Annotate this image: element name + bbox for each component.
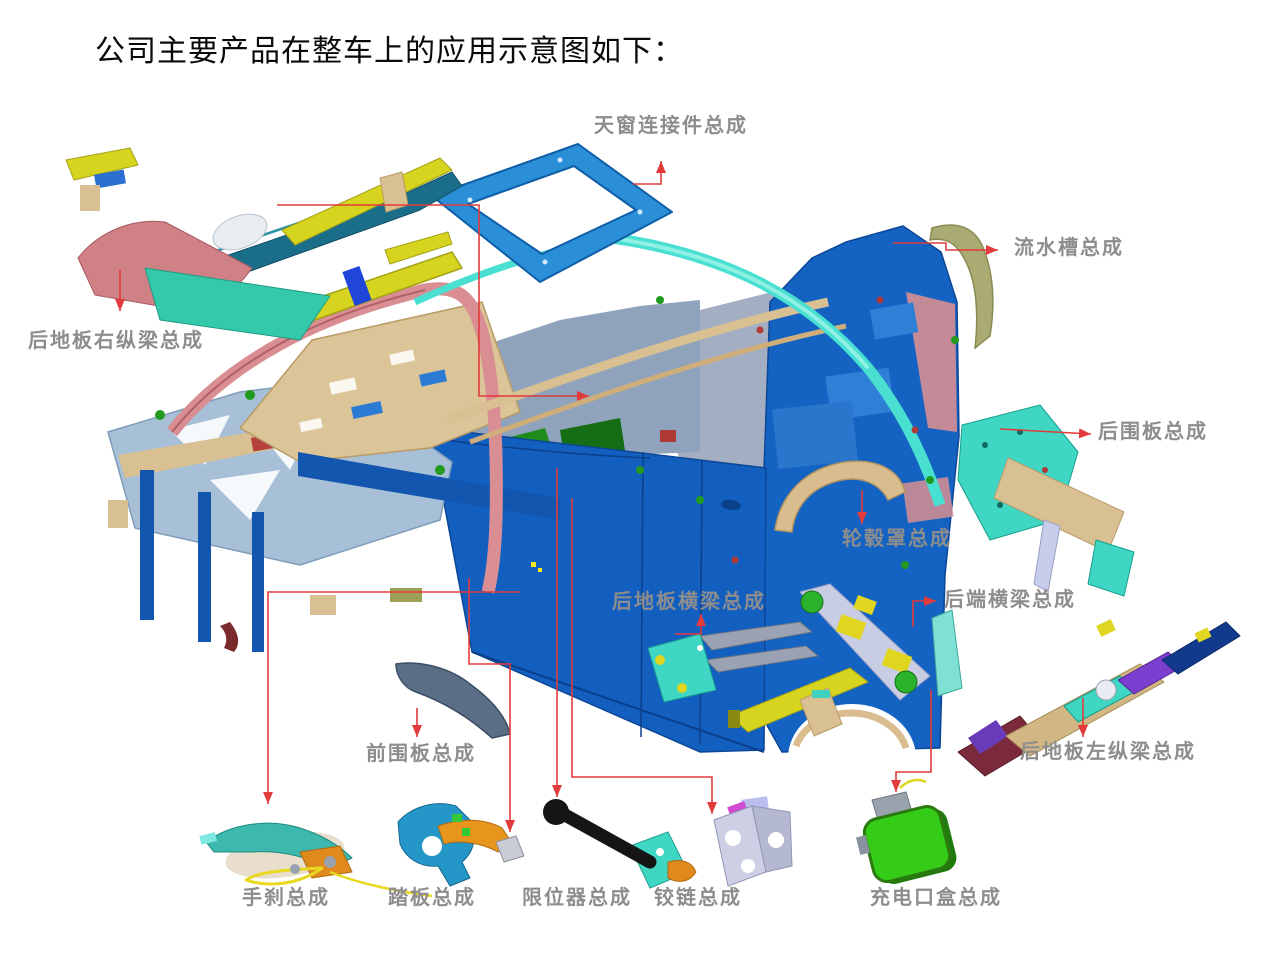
page-title: 公司主要产品在整车上的应用示意图如下：	[95, 35, 684, 68]
leader-pedal	[468, 578, 515, 832]
label-front-dash-panel: 前围板总成	[366, 741, 476, 765]
label-wheel-hub-cover: 轮毂罩总成	[842, 526, 952, 550]
part-sunroof-frame	[431, 143, 673, 283]
part-rear-floor-left-rail	[957, 619, 1241, 777]
leader-lines	[115, 161, 1092, 832]
label-pedal: 踏板总成	[388, 885, 476, 909]
leader-handbrake	[263, 591, 520, 804]
car-body	[107, 225, 960, 812]
leader-water-channel	[893, 242, 998, 255]
leader-rear-floor-crossbeam	[675, 614, 706, 635]
part-yellow-sill-beam	[728, 667, 869, 737]
leader-charging-box	[891, 690, 932, 792]
label-handbrake: 手刹总成	[242, 885, 330, 909]
leader-sunroof	[633, 161, 666, 185]
part-wheel-hub-cover	[774, 460, 906, 533]
label-rear-floor-right-rail: 后地板右纵梁总成	[28, 328, 204, 352]
part-hinge	[713, 796, 793, 887]
part-rear-floor-right-rail	[65, 147, 463, 341]
part-rear-panel	[957, 404, 1135, 597]
label-hinge: 铰链总成	[654, 885, 742, 909]
part-rear-floor-crossbeam	[647, 621, 819, 703]
leader-rfr-rail-body	[277, 204, 589, 401]
leader-rear-panel	[999, 428, 1092, 439]
label-sunroof-connector: 天窗连接件总成	[594, 113, 748, 137]
label-rear-end-crossbeam: 后端横梁总成	[944, 587, 1076, 611]
label-rear-floor-crossbeam: 后地板横梁总成	[612, 589, 766, 613]
part-pedal	[397, 803, 525, 887]
part-charging-port-box	[855, 778, 957, 884]
leader-hinge	[571, 498, 717, 814]
label-door-limiter: 限位器总成	[522, 885, 632, 909]
label-water-channel: 流水槽总成	[1014, 235, 1124, 259]
part-handbrake	[199, 822, 433, 898]
part-front-dash-panel	[395, 662, 511, 739]
label-charging-port-box: 充电口盒总成	[870, 885, 1002, 909]
leader-rear-end-crossbeam	[912, 596, 936, 627]
label-rear-floor-left-rail: 后地板左纵梁总成	[1020, 739, 1196, 763]
part-door-limiter	[543, 799, 697, 889]
part-rear-end-crossbeam	[799, 583, 963, 701]
label-rear-panel: 后围板总成	[1098, 419, 1208, 443]
